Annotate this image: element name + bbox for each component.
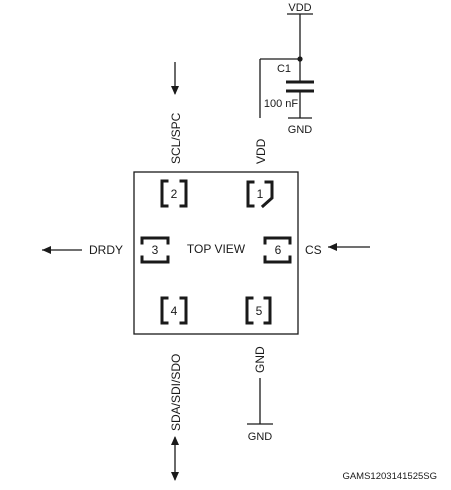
chip-center-label: TOP VIEW: [187, 242, 246, 256]
scl-spc-connection: SCL/SPC: [169, 62, 183, 164]
pin-5-signal-label: GND: [253, 346, 267, 373]
pin-2-pad: 2: [160, 179, 188, 208]
pin-4-number: 4: [171, 304, 178, 318]
drdy-arrow-icon: [42, 246, 51, 254]
figure-code: GAMS1203141525SG: [342, 471, 437, 482]
pin-5-bracket-right: [263, 296, 272, 325]
pin-3-bracket-bottom: [140, 255, 170, 264]
pin-4-bracket-right: [179, 296, 188, 325]
sda-arrow-up-icon: [171, 436, 179, 445]
capacitor-value-label: 100 nF: [264, 98, 299, 110]
drdy-connection: DRDY: [42, 243, 123, 257]
capacitor-name-label: C1: [277, 63, 291, 75]
pin-4-pad: 4: [160, 296, 188, 325]
vdd-rail-label: VDD: [288, 2, 311, 14]
pin-3-signal-label: DRDY: [89, 243, 123, 257]
pin-6-signal-label: CS: [305, 243, 322, 257]
pin-2-bracket-right: [179, 179, 188, 208]
cs-arrow-icon: [328, 243, 337, 251]
pin-4-bracket-left: [160, 296, 169, 325]
pin-2-bracket-left: [160, 179, 169, 208]
scl-spc-arrow-icon: [171, 86, 179, 95]
pin-6-pad: 6: [263, 236, 292, 264]
pin-4-signal-label: SDA/SDI/SDO: [169, 354, 183, 431]
capacitor-gnd-label: GND: [288, 124, 313, 136]
pin-5-bracket-left: [245, 296, 254, 325]
pin-3-pad: 3: [140, 236, 170, 264]
gnd-connection: GND GND: [247, 346, 273, 443]
pin-1-pad: 1: [246, 180, 274, 209]
pin-1-signal-label: VDD: [254, 138, 268, 164]
pin-2-number: 2: [171, 187, 178, 201]
pin-6-number: 6: [275, 243, 282, 257]
pin-5-pad: 5: [245, 296, 272, 325]
cs-connection: CS: [305, 243, 370, 257]
pin-5-number: 5: [256, 304, 263, 318]
pin-1-number: 1: [257, 187, 264, 201]
pin-1-bracket-right: [260, 180, 274, 209]
pin-3-bracket-top: [140, 236, 170, 245]
pin-6-bracket-bottom: [263, 255, 292, 264]
pin-3-number: 3: [152, 243, 159, 257]
ground-label: GND: [248, 431, 273, 443]
sda-sdi-sdo-connection: SDA/SDI/SDO: [169, 354, 183, 481]
sda-arrow-down-icon: [171, 472, 179, 481]
pin-1-bracket-left: [246, 180, 255, 208]
pin-2-signal-label: SCL/SPC: [169, 112, 183, 164]
power-network: VDD C1 100 nF GND: [259, 2, 314, 136]
pin-6-bracket-top: [263, 236, 292, 245]
